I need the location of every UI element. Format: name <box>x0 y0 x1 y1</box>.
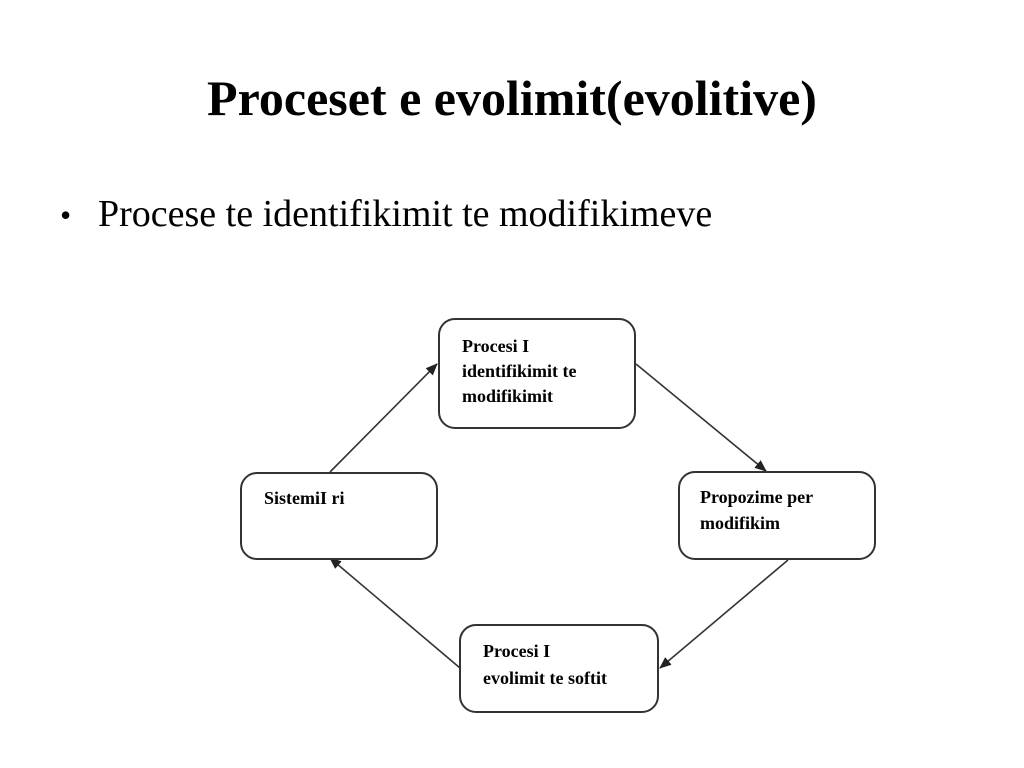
node-identification: Procesi I identifikimit te modifikimit <box>438 318 636 429</box>
node-new-system: SistemiI ri <box>240 472 438 560</box>
node-new-system-line-1: SistemiI ri <box>264 488 345 508</box>
node-proposals-line-1: Propozime per <box>700 487 813 507</box>
node-evolution-box <box>459 624 659 713</box>
bullet-item: • Procese te identifikimit te modifikime… <box>60 188 712 241</box>
node-identification-box <box>438 318 636 429</box>
node-evolution: Procesi I evolimit te softit <box>459 624 659 713</box>
edge-new-system-to-identification <box>329 363 438 473</box>
node-evolution-line-2: evolimit te softit <box>483 668 607 688</box>
node-proposals-box <box>678 471 876 560</box>
bullet-text: Procese te identifikimit te modifikimeve <box>98 193 713 235</box>
node-new-system-label: SistemiI ri <box>264 488 345 508</box>
node-proposals-line-2: modifikim <box>700 513 780 533</box>
edge-proposals-to-evolution <box>659 559 789 669</box>
node-evolution-label: Procesi I evolimit te softit <box>483 641 607 688</box>
edge-evolution-to-new-system <box>329 557 461 669</box>
node-identification-line-2: identifikimit te <box>462 361 577 381</box>
node-proposals: Propozime per modifikim <box>678 471 876 560</box>
node-proposals-label: Propozime per modifikim <box>700 487 817 533</box>
slide-title: Proceset e evolimit(evolitive) <box>207 70 817 126</box>
node-evolution-line-1: Procesi I <box>483 641 550 661</box>
node-identification-line-3: modifikimit <box>462 386 553 406</box>
edge-identification-to-proposals <box>635 363 767 472</box>
node-new-system-box <box>240 472 438 560</box>
node-identification-label: Procesi I identifikimit te modifikimit <box>462 336 581 406</box>
bullet-list: • Procese te identifikimit te modifikime… <box>60 188 712 241</box>
node-identification-line-1: Procesi I <box>462 336 529 356</box>
bullet-dot-icon: • <box>60 197 72 233</box>
